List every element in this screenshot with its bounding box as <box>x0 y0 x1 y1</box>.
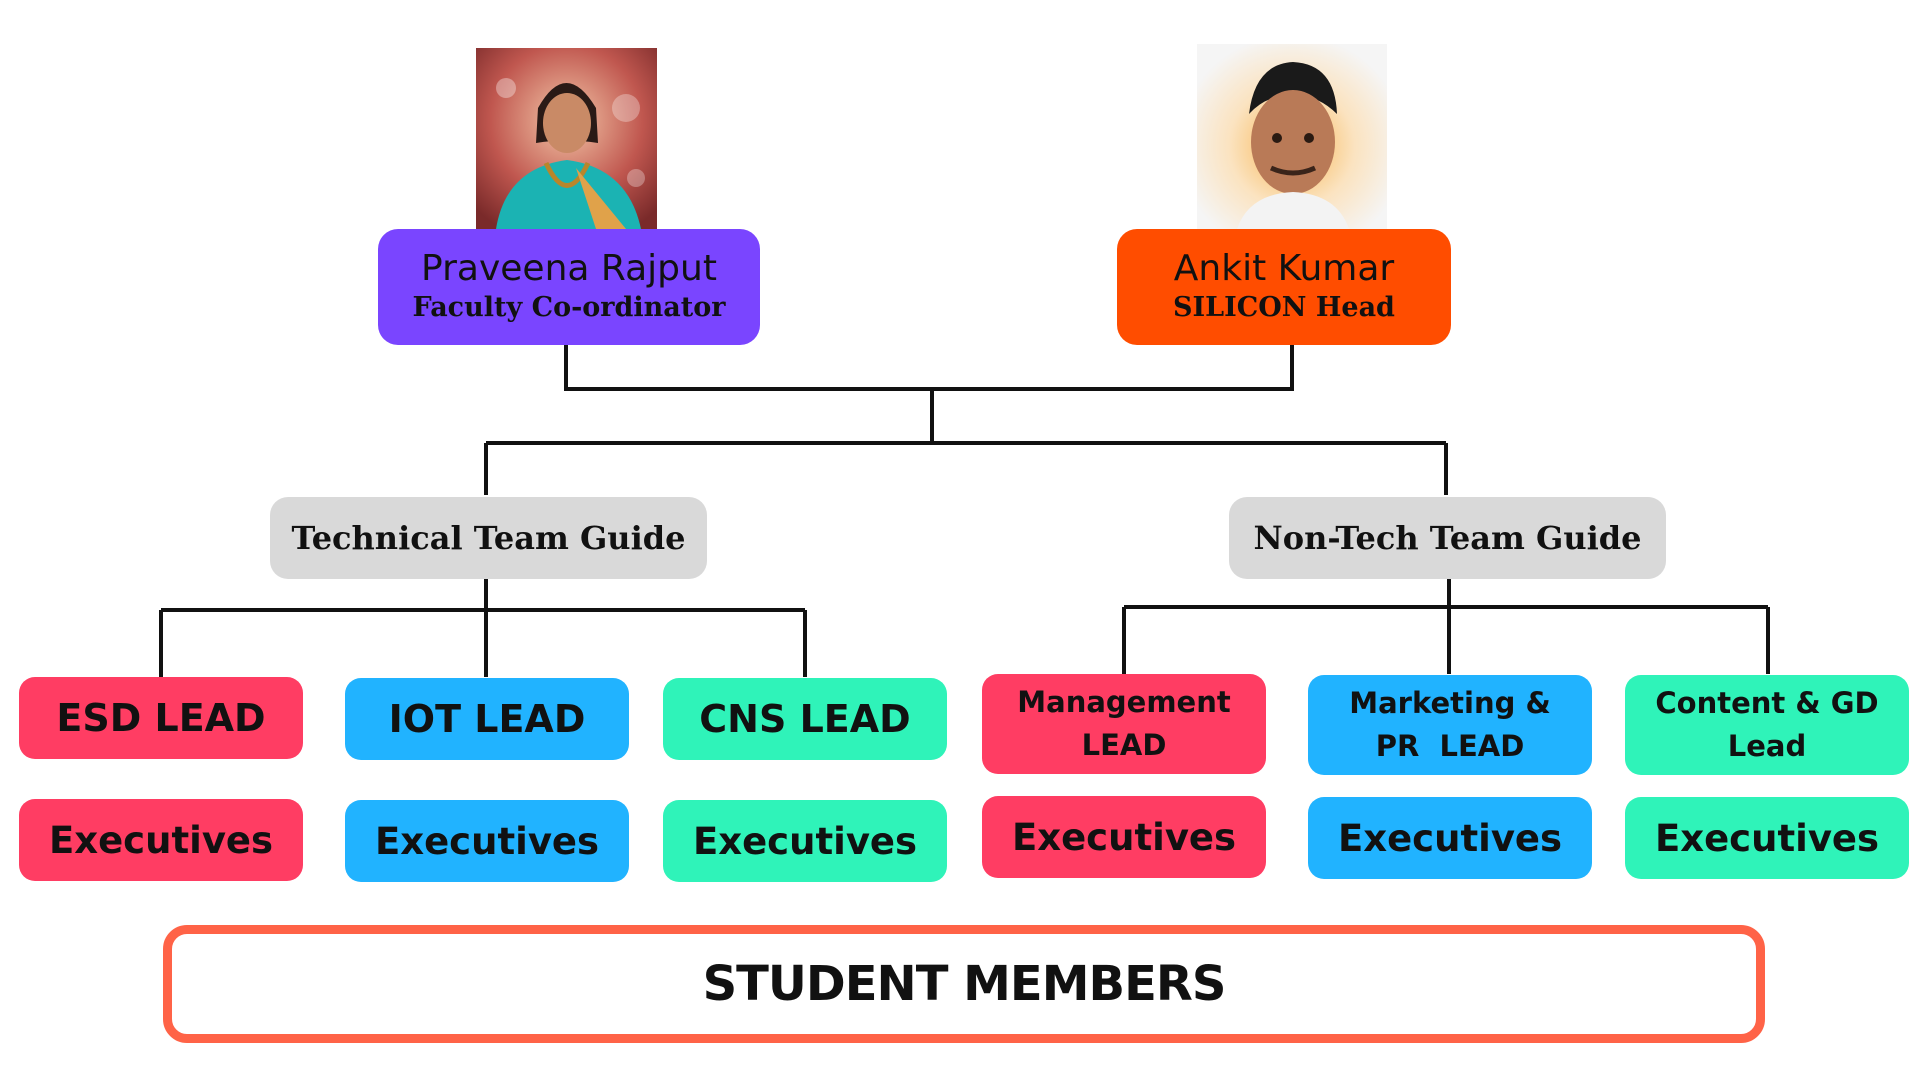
coordinator-name: Praveena Rajput <box>421 248 717 289</box>
cns-executives: Executives <box>663 800 947 882</box>
coordinator-card: Praveena Rajput Faculty Co-ordinator <box>378 229 760 345</box>
head-photo <box>1197 44 1387 229</box>
head-card: Ankit Kumar SILICON Head <box>1117 229 1451 345</box>
management-lead-line2: LEAD <box>1081 728 1167 762</box>
head-name: Ankit Kumar <box>1173 248 1395 289</box>
connector-coordinator <box>564 335 932 391</box>
esd-executives: Executives <box>19 799 303 881</box>
technical-team-guide: Technical Team Guide <box>270 497 707 579</box>
marketing-pr-lead-line2: PR LEAD <box>1375 729 1525 763</box>
marketing-pr-executives: Executives <box>1308 797 1592 879</box>
cns-lead: CNS LEAD <box>663 678 947 760</box>
marketing-pr-lead: Marketing & PR LEAD <box>1308 675 1592 775</box>
student-members: STUDENT MEMBERS <box>163 925 1765 1043</box>
content-gd-executives: Executives <box>1625 797 1909 879</box>
content-gd-lead-line2: Lead <box>1727 729 1807 763</box>
coordinator-role: Faculty Co-ordinator <box>412 292 726 323</box>
coordinator-photo <box>476 48 657 229</box>
marketing-pr-lead-line1: Marketing & <box>1349 686 1551 720</box>
content-gd-lead: Content & GD Lead <box>1625 675 1909 775</box>
esd-lead: ESD LEAD <box>19 677 303 759</box>
connector-head <box>932 335 1294 391</box>
management-executives: Executives <box>982 796 1266 878</box>
head-role: SILICON Head <box>1173 292 1395 323</box>
iot-executives: Executives <box>345 800 629 882</box>
content-gd-lead-line1: Content & GD <box>1655 686 1879 720</box>
non-tech-team-guide: Non-Tech Team Guide <box>1229 497 1666 579</box>
iot-lead: IOT LEAD <box>345 678 629 760</box>
management-lead: Management LEAD <box>982 674 1266 774</box>
management-lead-line1: Management <box>1017 685 1231 719</box>
